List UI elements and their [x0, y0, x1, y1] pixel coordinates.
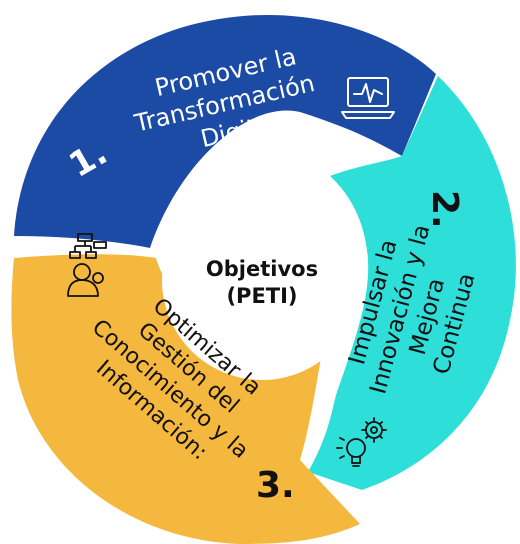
segment-3-shape	[11, 254, 360, 544]
segment-2-number: 2.	[424, 190, 465, 229]
center-title-line2: (PETI)	[226, 284, 297, 308]
org-chart-person-icon	[67, 233, 107, 297]
center-circle	[162, 180, 362, 380]
center-title-line1: Objetivos	[206, 257, 318, 281]
gear-lightbulb-icon	[336, 417, 387, 467]
laptop-chart-icon	[341, 77, 395, 119]
segment-2-shape	[308, 76, 516, 490]
segment-1-shape	[14, 14, 436, 248]
segment-3-number: 3.	[256, 465, 295, 506]
